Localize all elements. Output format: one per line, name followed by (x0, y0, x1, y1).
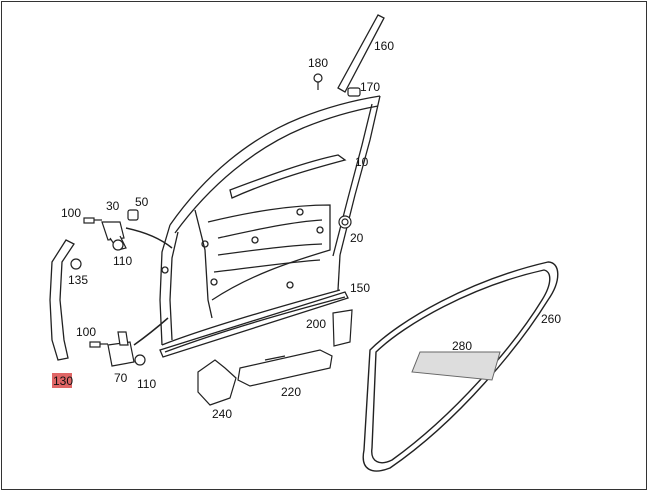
callout-170[interactable]: 170 (360, 80, 380, 94)
callout-110-upper[interactable]: 110 (113, 254, 132, 268)
hinge-pillar-seal-130[interactable] (49, 239, 75, 361)
trim-screw[interactable] (313, 73, 323, 90)
hinge-bolt-upper[interactable] (83, 217, 102, 224)
callout-150[interactable]: 150 (350, 281, 370, 295)
door-grommet[interactable] (338, 215, 352, 229)
callout-180[interactable]: 180 (308, 56, 328, 70)
callout-160[interactable]: 160 (374, 39, 394, 53)
door-weatherstrip-seal-260[interactable] (362, 261, 559, 472)
callout-10[interactable]: 10 (355, 155, 369, 169)
door-sill-panel-220[interactable] (237, 349, 333, 387)
window-frame-trim[interactable] (337, 14, 385, 93)
washer-upper[interactable] (112, 239, 124, 251)
callout-70[interactable]: 70 (114, 371, 128, 385)
lower-door-hinge[interactable] (107, 331, 135, 367)
insulation-pad-280[interactable] (411, 351, 501, 381)
hinge-nut-upper[interactable] (127, 209, 139, 221)
seal-clip-135[interactable] (70, 258, 82, 270)
callout-30[interactable]: 30 (106, 199, 120, 213)
callout-280[interactable]: 280 (452, 339, 472, 353)
callout-260[interactable]: 260 (541, 312, 561, 326)
callout-135[interactable]: 135 (68, 273, 88, 287)
callout-110-lower[interactable]: 110 (137, 377, 156, 391)
door-sill-strip[interactable] (159, 291, 349, 358)
callout-100-lower[interactable]: 100 (76, 325, 96, 339)
callout-200[interactable]: 200 (306, 317, 326, 331)
door-lower-cover-240[interactable] (197, 359, 237, 406)
callout-130[interactable]: 130 (53, 374, 73, 388)
callout-130-highlight (52, 373, 72, 388)
callout-20[interactable]: 20 (350, 231, 364, 245)
hinge-bolt-lower[interactable] (89, 341, 108, 348)
lower-trim-bracket-200[interactable] (332, 309, 353, 347)
callout-220[interactable]: 220 (281, 385, 301, 399)
washer-lower[interactable] (134, 354, 146, 366)
front-door-shell[interactable] (159, 95, 381, 353)
callout-240[interactable]: 240 (212, 407, 232, 421)
callout-50[interactable]: 50 (135, 195, 149, 209)
callout-100-upper[interactable]: 100 (61, 206, 81, 220)
hinge-leader-lines (125, 227, 173, 346)
trim-clip[interactable] (347, 87, 361, 97)
